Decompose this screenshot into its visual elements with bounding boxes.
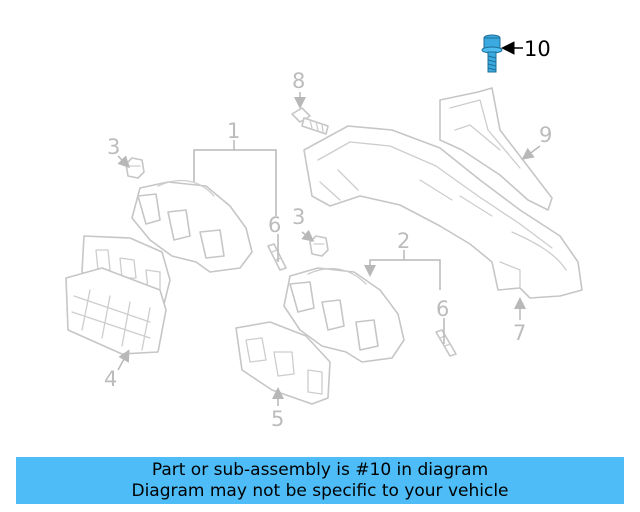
info-banner: Part or sub-assembly is #10 in diagram D…	[16, 457, 624, 504]
part-2-exhaust-manifold	[283, 267, 405, 363]
banner-line-part-number: Part or sub-assembly is #10 in diagram	[151, 460, 489, 480]
part-8-bolt	[291, 107, 329, 135]
part-3-nut	[125, 157, 145, 179]
callout-8: 8	[292, 69, 305, 93]
callout-7: 7	[513, 321, 526, 345]
callout-6: 6	[436, 297, 449, 321]
part-7-heat-shield	[303, 125, 583, 299]
callout-1: 1	[227, 119, 240, 143]
part-6-stud	[267, 243, 287, 271]
callout-9: 9	[539, 123, 552, 147]
banner-line-disclaimer: Diagram may not be specific to your vehi…	[131, 481, 509, 501]
callout-2: 2	[397, 229, 410, 253]
part-9-heat-shield-bracket	[439, 87, 553, 211]
callout-3: 3	[107, 135, 120, 159]
part-6-stud	[435, 329, 457, 357]
exploded-parts-diagram: 1 2 3 3 4 5 6 6 7 8 9 10	[65, 34, 583, 431]
callout-6: 6	[268, 213, 281, 237]
part-5-gasket	[235, 321, 331, 405]
part-3-nut	[309, 235, 329, 257]
callout-leaders	[117, 41, 541, 406]
callout-10: 10	[524, 37, 551, 61]
callout-3: 3	[292, 205, 305, 229]
callout-4: 4	[104, 367, 117, 391]
part-1-exhaust-manifold	[131, 179, 253, 273]
part-10-bolt-highlighted	[481, 34, 503, 73]
callout-5: 5	[271, 407, 284, 431]
part-4-gasket	[65, 235, 171, 355]
